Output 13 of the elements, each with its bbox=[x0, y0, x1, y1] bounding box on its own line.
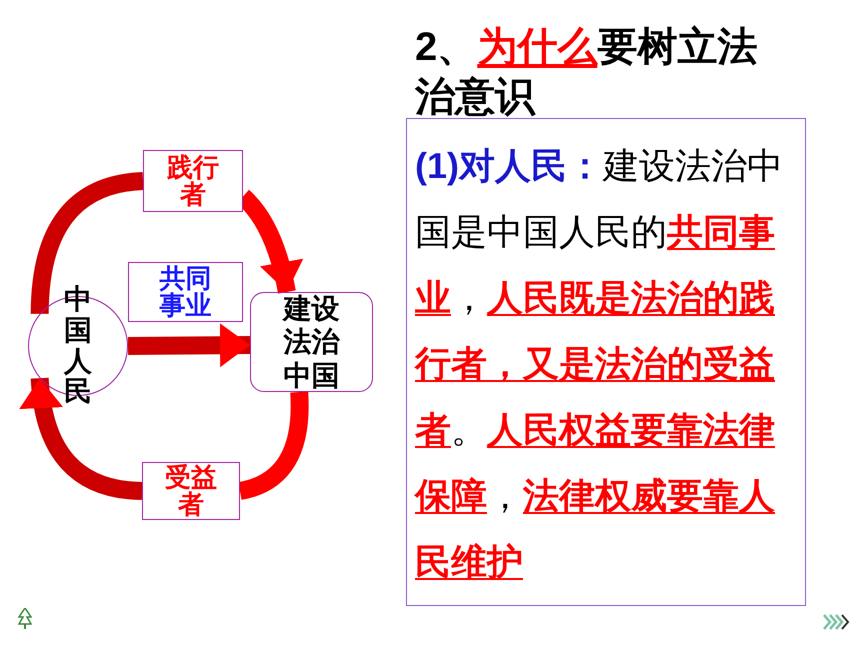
node-label: 受益者 bbox=[164, 464, 218, 518]
text-panel bbox=[406, 118, 806, 606]
slide-title: 2、为什么要树立法治意识 bbox=[415, 24, 758, 121]
node-label: 共同事业 bbox=[158, 264, 212, 320]
explanation-paragraph: (1)对人民：建设法治中国是中国人民的共同事业，人民既是法治的践行者，又是法治的受益者。人民权益要靠法律保障，法律权威要靠人民维护 bbox=[415, 144, 784, 584]
node-label: 践行者 bbox=[166, 154, 220, 208]
node-label: 建设法治中国 bbox=[281, 292, 341, 392]
label-box bbox=[143, 150, 243, 212]
curved-arrow bbox=[128, 323, 250, 368]
curved-arrow bbox=[20, 377, 143, 500]
label-box bbox=[142, 462, 240, 520]
goal-box bbox=[250, 292, 373, 392]
label-box bbox=[128, 262, 243, 322]
